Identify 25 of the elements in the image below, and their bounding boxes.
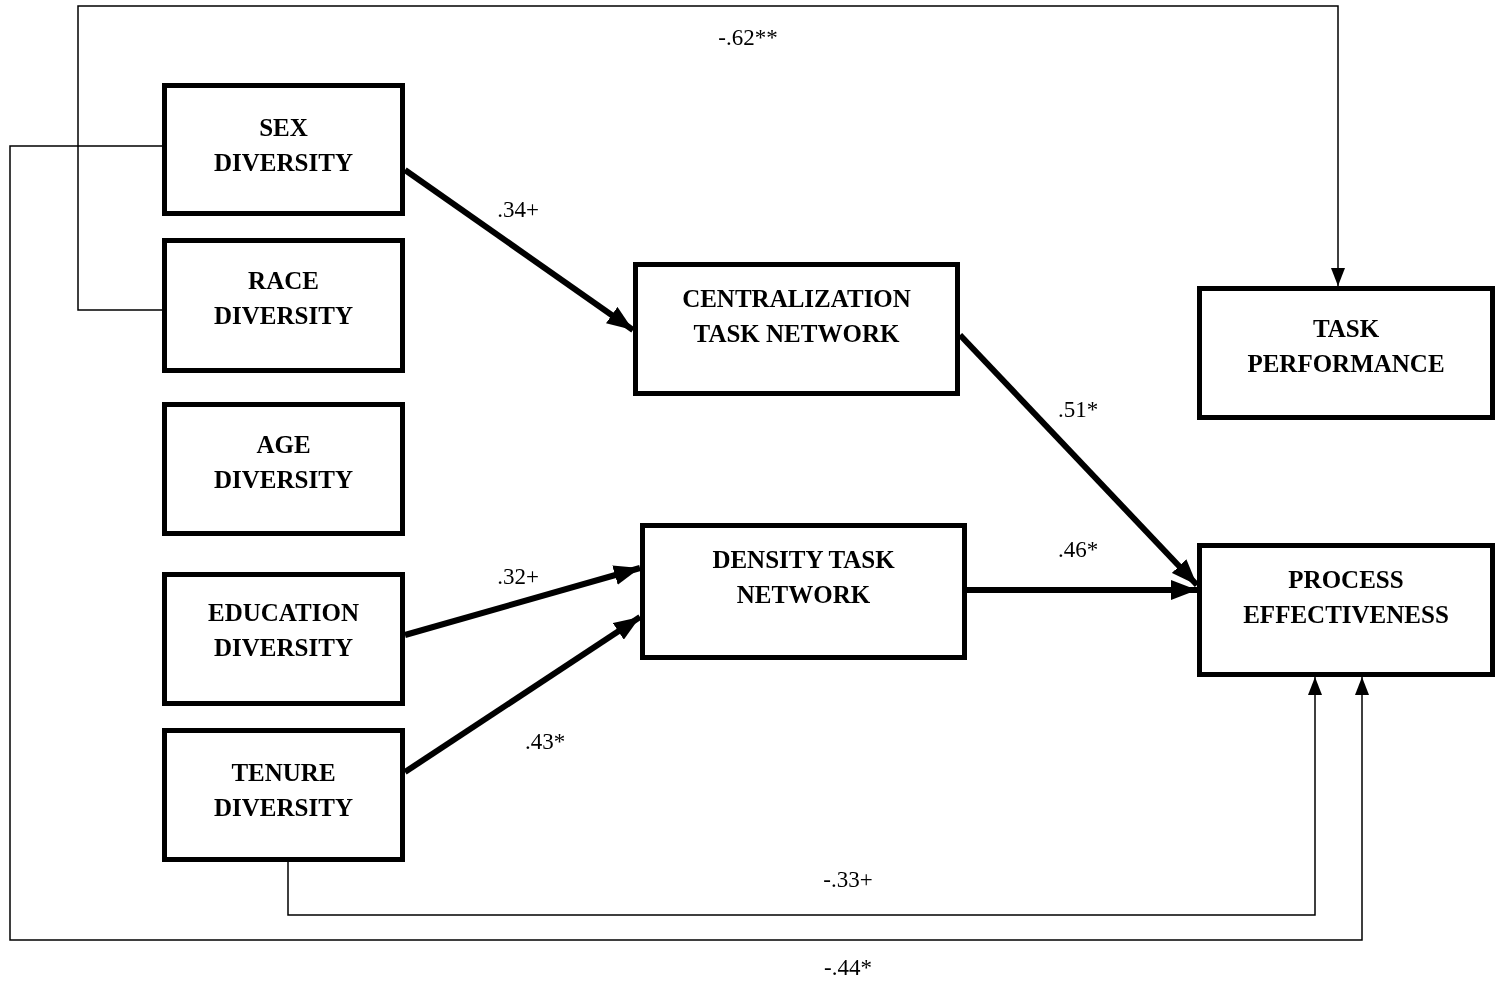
arrow bbox=[77, 5, 1345, 311]
arrow bbox=[967, 580, 1197, 600]
node-label: TENURE DIVERSITY bbox=[213, 758, 354, 823]
process-box bbox=[1197, 543, 1495, 677]
node-label: CENTRALIZATION TASK NETWORK bbox=[681, 284, 912, 349]
arrow bbox=[287, 676, 1322, 916]
process-box bbox=[640, 523, 967, 660]
arrow bbox=[403, 167, 635, 333]
process-box bbox=[162, 402, 405, 536]
process-box bbox=[633, 262, 960, 396]
node-label: TASK PERFORMANCE bbox=[1246, 314, 1446, 379]
node-label: SEX DIVERSITY bbox=[213, 113, 354, 178]
process-box bbox=[162, 728, 405, 862]
process-box bbox=[1197, 286, 1495, 420]
node-label: DENSITY TASK NETWORK bbox=[711, 545, 896, 610]
node-label: RACE DIVERSITY bbox=[213, 266, 354, 331]
arrow bbox=[9, 145, 1369, 941]
process-box bbox=[162, 83, 405, 216]
node-label: PROCESS EFFECTIVENESS bbox=[1242, 565, 1450, 630]
arrow bbox=[404, 565, 641, 638]
process-box bbox=[162, 572, 405, 706]
arrow bbox=[403, 614, 642, 775]
node-label: AGE DIVERSITY bbox=[213, 430, 354, 495]
node-label: EDUCATION DIVERSITY bbox=[207, 598, 360, 663]
process-box bbox=[162, 238, 405, 373]
